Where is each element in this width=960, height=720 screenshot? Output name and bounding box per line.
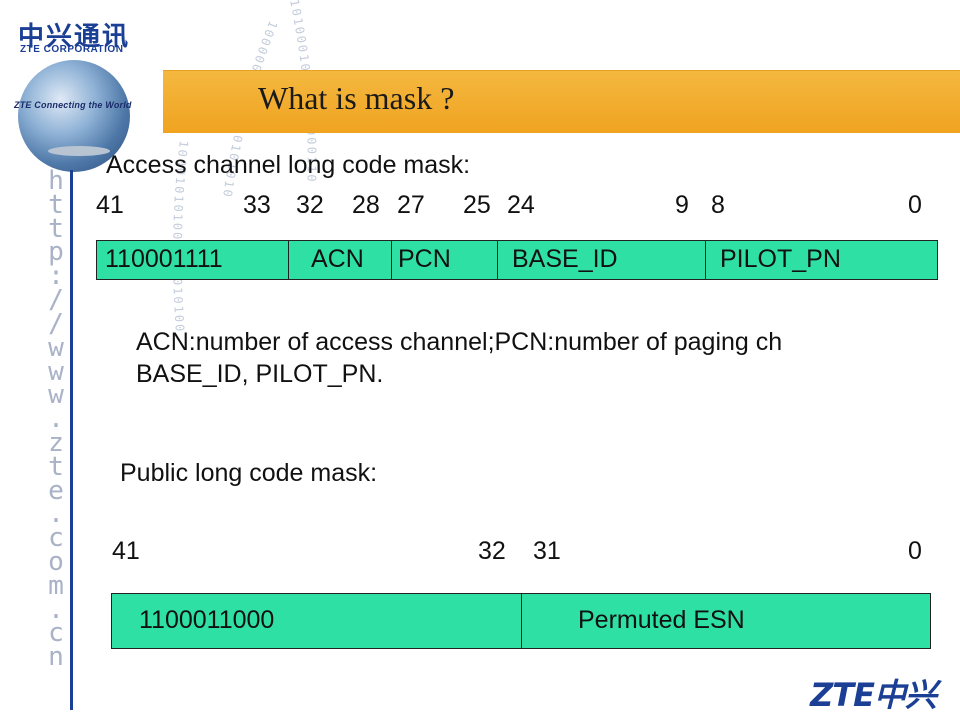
access-bit-33: 33 xyxy=(243,191,271,219)
url-char: . xyxy=(48,499,64,530)
url-char: w xyxy=(48,332,64,363)
url-char: c xyxy=(48,523,64,554)
access-bit-0: 0 xyxy=(908,191,922,219)
url-char: t xyxy=(48,451,64,482)
access-bit-27: 27 xyxy=(397,191,425,219)
slide-title: What is mask ? xyxy=(258,80,455,116)
globe-shadow xyxy=(48,146,110,156)
url-char: p xyxy=(48,237,64,268)
zte-corporation-label: ZTE CORPORATION xyxy=(20,44,124,55)
public-bit-32: 32 xyxy=(478,537,506,565)
field-acn: ACN xyxy=(289,241,392,279)
url-char: . xyxy=(48,404,64,435)
url-char: e xyxy=(48,475,64,506)
access-bit-41: 41 xyxy=(96,191,124,219)
url-char: o xyxy=(48,547,64,577)
zte-footer-logo-cn: 中兴 xyxy=(873,676,937,714)
public-mask-label: Public long code mask: xyxy=(120,459,378,487)
field-description-note: ACN:number of access channel;PCN:number … xyxy=(136,326,782,390)
zte-footer-logo: ZTE中兴 xyxy=(810,670,937,716)
field-public-prefix-bits: 1100011000 xyxy=(112,594,522,648)
url-char: . xyxy=(48,594,64,625)
field-pilot-pn: PILOT_PN xyxy=(720,245,841,273)
url-char: w xyxy=(48,356,64,387)
public-bit-41: 41 xyxy=(112,537,140,565)
field-pcn: PCN xyxy=(392,241,498,279)
zte-footer-logo-latin: ZTE xyxy=(810,676,875,714)
access-bit-28: 28 xyxy=(352,191,380,219)
url-char: / xyxy=(48,308,64,339)
zte-chinese-logo: 中兴通讯 xyxy=(18,22,131,52)
swirl-digits-2: 100010101001001010100 xyxy=(170,140,189,334)
url-char: t xyxy=(48,213,64,244)
field-prefix-bits: 110001111 xyxy=(97,241,289,279)
public-bit-31: 31 xyxy=(533,537,561,565)
access-bit-32: 32 xyxy=(296,191,324,219)
note-line-2: BASE_ID, PILOT_PN. xyxy=(136,360,384,388)
url-char: w xyxy=(48,380,64,411)
url-char: / xyxy=(48,285,64,316)
access-bit-9: 9 xyxy=(675,191,689,219)
url-char: t xyxy=(48,189,64,220)
note-line-1: ACN:number of access channel;PCN:number … xyxy=(136,328,783,356)
globe-slogan: ZTE Connecting the World xyxy=(14,100,132,110)
url-char: z xyxy=(48,427,64,458)
access-bit-24: 24 xyxy=(507,191,535,219)
url-char: c xyxy=(48,618,64,649)
access-mask-label: Access channel long code mask: xyxy=(106,151,471,179)
url-char: : xyxy=(48,261,64,292)
url-char: n xyxy=(48,642,64,673)
access-bit-8: 8 xyxy=(711,191,725,219)
url-char: m xyxy=(48,570,64,601)
public-bit-0: 0 xyxy=(908,537,922,565)
title-bar xyxy=(163,70,960,133)
url-char: h xyxy=(48,166,64,196)
left-vertical-rule xyxy=(70,170,73,710)
access-mask-fields: 110001111 ACN PCN BASE_ID PILOT_PN xyxy=(96,240,938,280)
access-bit-25: 25 xyxy=(463,191,491,219)
field-base-id: BASE_ID xyxy=(498,241,706,279)
svg-text:100010101001001010100: 100010101001001010100 xyxy=(170,140,191,334)
field-permuted-esn: Permuted ESN xyxy=(578,606,745,634)
public-mask-fields: 1100011000 Permuted ESN xyxy=(111,593,931,649)
